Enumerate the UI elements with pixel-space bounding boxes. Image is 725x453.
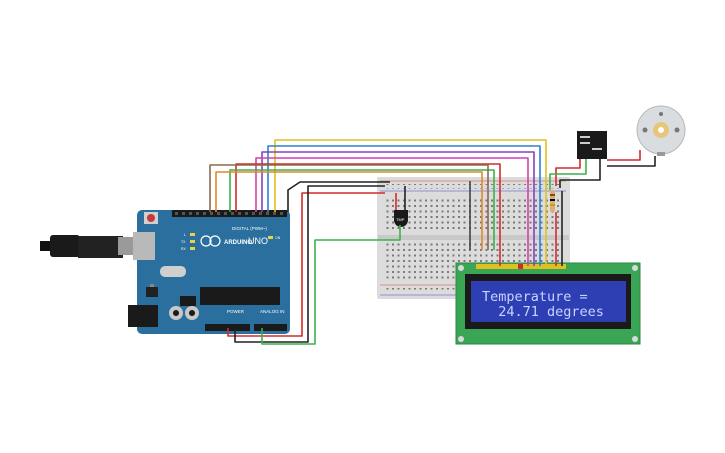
rx-led — [190, 247, 195, 250]
l-led — [190, 233, 195, 236]
wire-orange — [215, 171, 483, 250]
led-label-tx: TX — [181, 240, 186, 244]
lcd-module[interactable]: Temperature = 24.71 degrees — [455, 262, 641, 345]
led-label-rx: RX — [181, 247, 187, 251]
power-header — [205, 324, 250, 331]
wire-brown — [209, 164, 489, 250]
on-led — [268, 236, 273, 239]
wire-green-driver — [549, 159, 587, 190]
analog-label: ANALOG IN — [260, 309, 285, 314]
brand-label: ARDUINO — [224, 240, 252, 246]
tmp-label: TMP — [396, 217, 405, 222]
usb-cable[interactable] — [40, 235, 138, 258]
wire-green-digital — [229, 169, 495, 250]
model-label: UNO — [248, 236, 268, 246]
arduino-logo-icon — [200, 235, 212, 247]
tx-led — [190, 240, 195, 243]
digital-header — [172, 210, 287, 217]
arduino-uno-board[interactable]: DIGITAL (PWM~) ARDUINO UNO L TX RX ON — [128, 210, 290, 334]
wire-blue — [267, 145, 541, 266]
wire-red-digital — [235, 163, 501, 266]
wire-green-analog — [261, 225, 401, 345]
wire-black-motor — [607, 156, 656, 167]
wire-black-driver — [559, 159, 601, 188]
on-label: ON — [275, 236, 281, 240]
mount-hole — [458, 265, 464, 271]
icsp-header — [180, 296, 196, 306]
reset-button-cap[interactable] — [147, 214, 155, 222]
wire-red-power — [227, 192, 385, 337]
crystal — [160, 266, 186, 277]
wires[interactable] — [209, 139, 656, 345]
wire-purple — [261, 151, 535, 266]
tmp-sensor[interactable]: TMP — [394, 210, 408, 227]
led-label-l: L — [184, 233, 186, 237]
regulator — [146, 287, 158, 297]
analog-header — [254, 324, 287, 331]
motor-driver[interactable] — [577, 131, 607, 159]
lcd-line-2: 24.71 degrees — [482, 304, 604, 320]
atmega-chip — [200, 287, 280, 305]
wire-magenta — [255, 157, 529, 266]
resistor[interactable] — [550, 190, 555, 212]
power-jack — [128, 305, 158, 327]
wire-red-driver — [555, 159, 581, 186]
wire-yellow — [274, 139, 547, 266]
wire-black-gnd — [234, 185, 385, 343]
lcd-line-1: Temperature = — [482, 289, 588, 305]
lcd-screen — [471, 281, 626, 322]
dc-motor[interactable] — [636, 105, 686, 156]
wire-red-motor — [607, 150, 641, 161]
digital-label: DIGITAL (PWM~) — [232, 226, 267, 231]
wire-black-top — [287, 181, 390, 212]
power-label: POWER — [227, 309, 245, 314]
usb-jack — [133, 232, 155, 260]
